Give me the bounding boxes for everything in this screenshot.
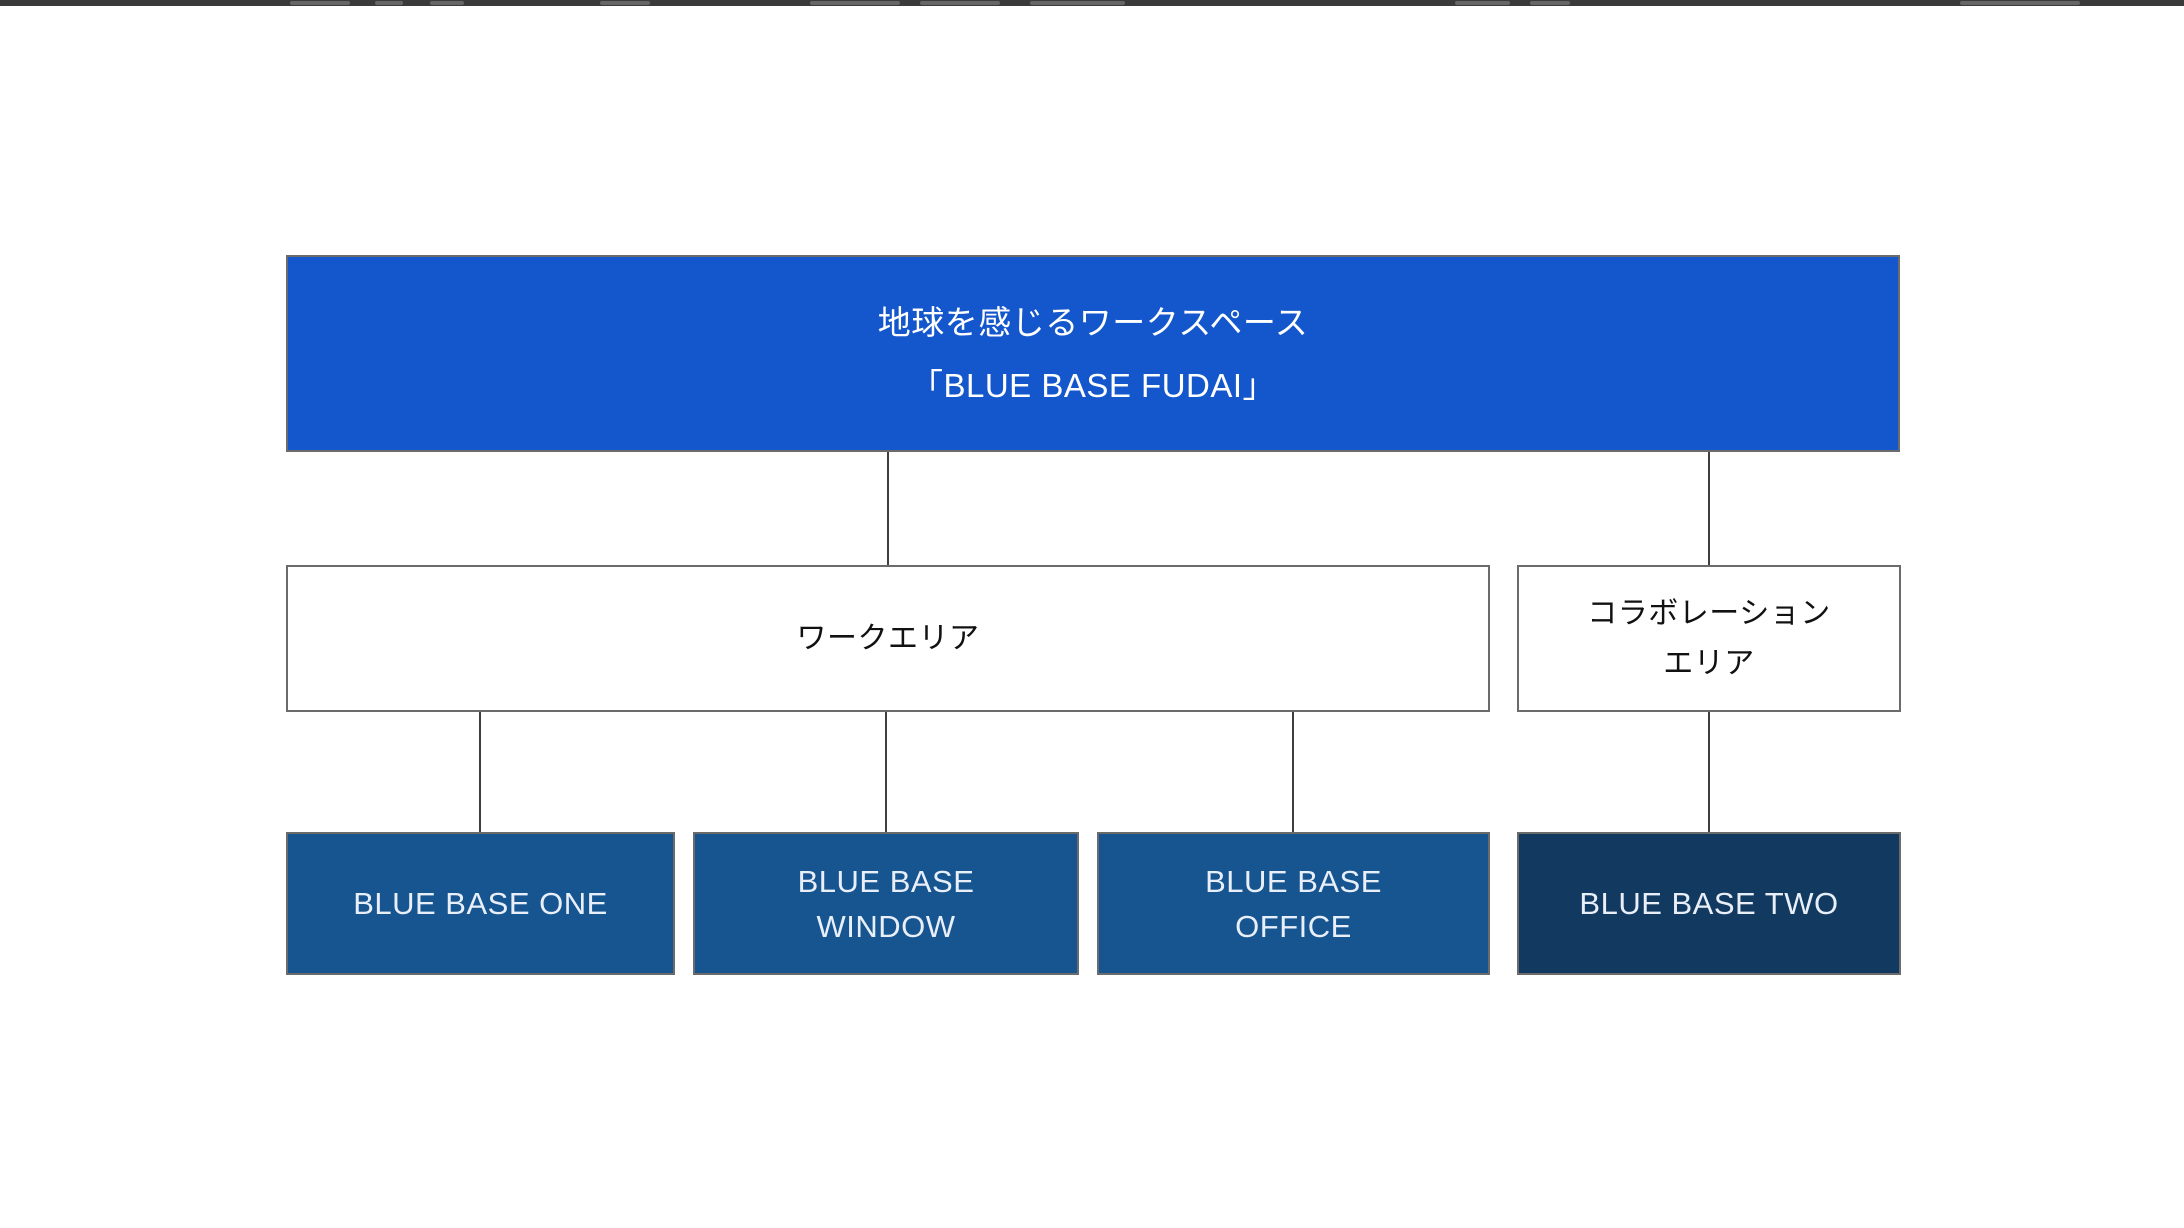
toolbar-remnant-smudge [1530,1,1570,5]
toolbar-remnant-smudge [810,1,900,5]
connector-line [887,452,889,565]
toolbar-remnant-smudge [1030,1,1125,5]
toolbar-remnant-smudge [1960,1,2080,5]
root-title-line-1: 地球を感じるワークスペース [877,303,1309,341]
connector-line [885,712,887,832]
diagram-node-root: 地球を感じるワークスペース 「BLUE BASE FUDAI」 [286,255,1900,452]
connector-line [479,712,481,832]
collaboration-area-label-line-2: エリア [1663,646,1755,680]
browser-toolbar-remnant [0,0,2184,6]
diagram-node-blue-base-office: BLUE BASE OFFICE [1097,832,1490,975]
diagram-node-work-area: ワークエリア [286,565,1490,712]
diagram-node-blue-base-window: BLUE BASE WINDOW [693,832,1079,975]
connector-line [1292,712,1294,832]
blue-base-two-label: BLUE BASE TWO [1579,886,1839,921]
connector-line [1708,452,1710,565]
toolbar-remnant-smudge [430,1,464,5]
blue-base-window-label-line-1: BLUE BASE [797,863,975,899]
blue-base-window-label-line-2: WINDOW [816,908,956,944]
diagram-node-blue-base-two: BLUE BASE TWO [1517,832,1901,975]
toolbar-remnant-smudge [600,1,650,5]
diagram-node-blue-base-one: BLUE BASE ONE [286,832,675,975]
blue-base-one-label: BLUE BASE ONE [353,886,608,921]
blue-base-office-label-line-1: BLUE BASE [1205,863,1382,899]
toolbar-remnant-smudge [290,1,350,5]
root-title-line-2: 「BLUE BASE FUDAI」 [909,366,1277,404]
toolbar-remnant-smudge [375,1,403,5]
diagram-node-collaboration-area: コラボレーション エリア [1517,565,1901,712]
work-area-label: ワークエリア [796,621,980,655]
connector-line [1708,712,1710,832]
blue-base-office-label-line-2: OFFICE [1235,908,1352,944]
toolbar-remnant-smudge [1455,1,1510,5]
toolbar-remnant-smudge [920,1,1000,5]
collaboration-area-label-line-1: コラボレーション [1587,596,1831,630]
